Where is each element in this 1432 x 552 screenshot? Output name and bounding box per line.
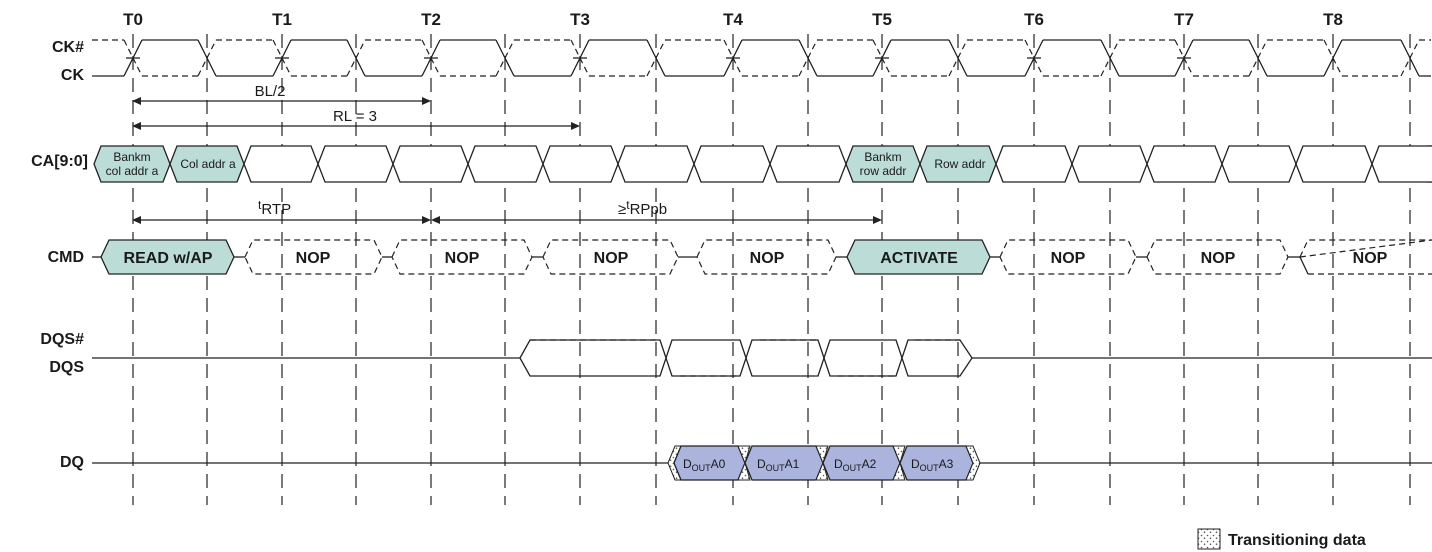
legend-swatch-transitioning <box>1197 528 1221 550</box>
cmd-label-nop-6: NOP <box>1201 250 1236 267</box>
time-label-t0: T0 <box>123 10 143 29</box>
signal-label-ck-bar: CK# <box>52 39 84 56</box>
ca-bus-cells <box>243 145 1432 183</box>
time-labels: T0 T1 T2 T3 T4 T5 T6 T7 T8 <box>123 10 1343 29</box>
ca-cell-blank <box>1071 145 1148 183</box>
timing-annotations: BL/2 RL = 3 tRTP ≥tRPpb <box>132 83 882 224</box>
ca-bankm-col-line1: Bankm <box>113 150 150 164</box>
dq-label-a1: DOUTA1 <box>757 457 800 473</box>
cmd-label-activate: ACTIVATE <box>880 250 958 267</box>
dq-bus: DOUTA0 DOUTA1 DOUTA2 DOUTA3 <box>92 445 1432 481</box>
trppb-label: ≥tRPpb <box>618 198 667 218</box>
ca-bus: Bankm col addr a Col addr a Bankm row ad… <box>93 145 1432 183</box>
ca-bankm-row-line1: Bankm <box>864 150 901 164</box>
legend-label: Transitioning data <box>1228 532 1366 549</box>
ca-cell-blank <box>1371 145 1432 183</box>
ca-cell-blank <box>693 145 771 183</box>
cmd-label-nop-1: NOP <box>296 250 331 267</box>
cmd-label-read: READ w/AP <box>124 250 213 267</box>
cmd-bus: READ w/AP NOP NOP NOP NOP ACTIVATE NOP N… <box>92 239 1432 275</box>
time-label-t2: T2 <box>421 10 441 29</box>
ca-cell-blank <box>317 145 394 183</box>
time-label-t6: T6 <box>1024 10 1044 29</box>
time-label-t8: T8 <box>1323 10 1343 29</box>
ca-cell-blank <box>617 145 695 183</box>
ca-cell-col-addr <box>169 145 245 183</box>
time-label-t4: T4 <box>723 10 743 29</box>
ca-cell-blank <box>1221 145 1297 183</box>
bl-label: BL/2 <box>255 83 286 100</box>
signal-label-cmd: CMD <box>48 249 84 266</box>
cmd-label-nop-4: NOP <box>750 250 785 267</box>
ca-cell-blank <box>467 145 544 183</box>
ca-cell-blank <box>995 145 1073 183</box>
clock-waveform <box>92 39 1431 77</box>
dq-label-a3: DOUTA3 <box>911 457 954 473</box>
ca-bankm-row-line2: row addr <box>860 164 907 178</box>
legend: Transitioning data <box>1197 528 1366 550</box>
cmd-cell-nop-7 <box>1298 239 1432 258</box>
ca-cell-blank <box>392 145 469 183</box>
ca-row-addr-label: Row addr <box>934 157 985 171</box>
ca-cell-blank <box>243 145 319 183</box>
trtp-label: tRTP <box>258 198 291 218</box>
cmd-label-nop-2: NOP <box>445 250 480 267</box>
time-label-t5: T5 <box>872 10 892 29</box>
time-label-t7: T7 <box>1174 10 1194 29</box>
signal-label-dqs-bar: DQS# <box>40 331 84 348</box>
dqs-waveform <box>92 339 1432 377</box>
ca-cell-blank <box>542 145 619 183</box>
signal-label-ca: CA[9:0] <box>31 153 88 170</box>
cmd-label-nop-3: NOP <box>594 250 629 267</box>
rl-label: RL = 3 <box>333 108 377 125</box>
signal-label-ck: CK <box>61 67 85 84</box>
time-label-t3: T3 <box>570 10 590 29</box>
ca-cell-blank <box>769 145 847 183</box>
cmd-label-nop-5: NOP <box>1051 250 1086 267</box>
signal-label-dqs: DQS <box>49 359 84 376</box>
signal-label-dq: DQ <box>60 454 84 471</box>
clock-edge-gridlines <box>132 34 1411 505</box>
ca-col-addr-label: Col addr a <box>180 157 236 171</box>
dq-label-a0: DOUTA0 <box>683 457 726 473</box>
ca-bankm-col-line2: col addr a <box>106 164 159 178</box>
cmd-label-nop-7: NOP <box>1353 250 1388 267</box>
ca-cell-row-addr <box>919 145 997 183</box>
ca-cell-blank <box>1146 145 1223 183</box>
time-label-t1: T1 <box>272 10 292 29</box>
dq-label-a2: DOUTA2 <box>834 457 877 473</box>
cmd-cell-nop-3 <box>542 239 679 275</box>
signal-labels: CK# CK CA[9:0] CMD DQS# DQS DQ <box>31 39 88 471</box>
ca-cell-blank <box>1295 145 1373 183</box>
